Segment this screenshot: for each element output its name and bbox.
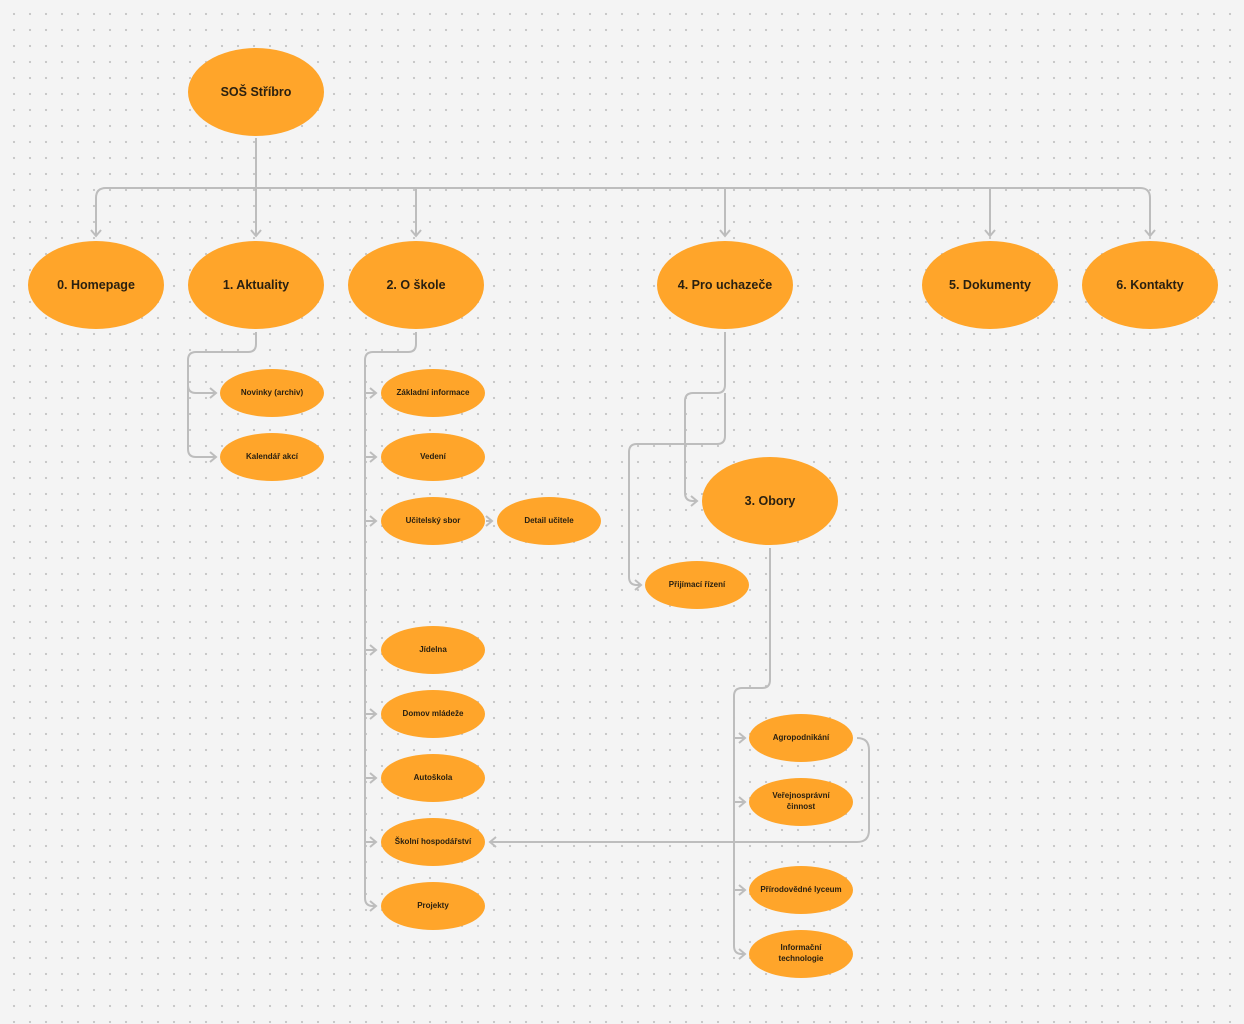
node-projekty[interactable]: Projekty (381, 882, 485, 930)
node-root[interactable]: SOŠ Stříbro (188, 48, 324, 136)
node-vedeni[interactable]: Vedení (381, 433, 485, 481)
node-label: Jídelna (419, 644, 447, 654)
arrowhead-icon (738, 948, 747, 960)
arrowhead-icon (369, 836, 378, 848)
connector-agro-hospodarstvi (490, 737, 870, 843)
node-agro[interactable]: Agropodnikání (749, 714, 853, 762)
node-verejno[interactable]: Veřejnosprávní činnost (749, 778, 853, 826)
arrowhead-icon (485, 515, 494, 527)
node-label: 5. Dokumenty (949, 277, 1031, 292)
arrowhead-icon (488, 836, 497, 848)
node-label: Kalendář akcí (245, 451, 299, 461)
node-prirodo[interactable]: Přírodovědné lyceum (749, 866, 853, 914)
node-label: Detail učitele (524, 515, 574, 525)
node-label: Informační technologie (778, 943, 824, 963)
arrowhead-icon (690, 495, 699, 507)
node-label: 0. Homepage (57, 277, 135, 292)
node-autoskola[interactable]: Autoškola (381, 754, 485, 802)
arrowhead-icon (738, 884, 747, 896)
arrowhead-icon (369, 387, 378, 399)
node-kalendar[interactable]: Kalendář akcí (220, 433, 324, 481)
arrowhead-icon (984, 229, 996, 238)
node-label: SOŠ Stříbro (220, 84, 292, 99)
arrowhead-icon (369, 515, 378, 527)
node-label: Základní informace (396, 387, 470, 397)
node-ucitelsky[interactable]: Učitelský sbor (381, 497, 485, 545)
node-domov[interactable]: Domov mládeže (381, 690, 485, 738)
node-label: Agropodnikání (772, 732, 830, 742)
node-label: 2. O škole (386, 277, 446, 292)
arrowhead-icon (250, 229, 262, 238)
node-novinky[interactable]: Novinky (archiv) (220, 369, 324, 417)
node-label: Novinky (archiv) (240, 387, 304, 397)
connector-obory (733, 548, 771, 955)
connector-root (95, 138, 1151, 236)
arrowhead-icon (369, 900, 378, 912)
node-label: Přírodovědné lyceum (760, 884, 842, 894)
node-label: 6. Kontakty (1116, 277, 1184, 292)
node-label: 1. Aktuality (222, 277, 290, 292)
node-uchazece[interactable]: 4. Pro uchazeče (657, 241, 793, 329)
connector-uchazece (628, 332, 726, 586)
arrowhead-icon (369, 772, 378, 784)
arrowhead-icon (410, 229, 422, 238)
node-label: Projekty (417, 900, 449, 910)
connector-aktuality (187, 332, 257, 458)
arrowhead-icon (369, 644, 378, 656)
arrowhead-icon (634, 579, 643, 591)
node-label: Veřejnosprávní činnost (772, 791, 830, 811)
arrowhead-icon (369, 451, 378, 463)
node-aktuality[interactable]: 1. Aktuality (188, 241, 324, 329)
node-dokumenty[interactable]: 5. Dokumenty (922, 241, 1058, 329)
arrowhead-icon (90, 229, 102, 238)
node-label: Vedení (420, 451, 446, 461)
node-label: Učitelský sbor (405, 515, 461, 525)
node-zakladni[interactable]: Základní informace (381, 369, 485, 417)
arrowhead-icon (1144, 229, 1156, 238)
node-label: 4. Pro uchazeče (677, 277, 773, 292)
arrowhead-icon (209, 451, 218, 463)
node-it[interactable]: Informační technologie (749, 930, 853, 978)
node-detail[interactable]: Detail učitele (497, 497, 601, 545)
node-label: Autoškola (413, 772, 453, 782)
node-jidelna[interactable]: Jídelna (381, 626, 485, 674)
node-label: Školní hospodářství (394, 836, 472, 846)
arrowhead-icon (209, 387, 218, 399)
node-homepage[interactable]: 0. Homepage (28, 241, 164, 329)
arrowhead-icon (738, 796, 747, 808)
connector-oskole (364, 332, 417, 907)
node-oskole[interactable]: 2. O škole (348, 241, 484, 329)
node-hospodarstvi[interactable]: Školní hospodářství (381, 818, 485, 866)
arrowhead-icon (369, 708, 378, 720)
node-prijimaci[interactable]: Přijímací řízení (645, 561, 749, 609)
node-label: 3. Obory (744, 493, 796, 508)
node-obory[interactable]: 3. Obory (702, 457, 838, 545)
arrowhead-icon (738, 732, 747, 744)
node-label: Přijímací řízení (668, 579, 726, 589)
node-kontakty[interactable]: 6. Kontakty (1082, 241, 1218, 329)
arrowhead-icon (719, 229, 731, 238)
node-label: Domov mládeže (402, 708, 464, 718)
